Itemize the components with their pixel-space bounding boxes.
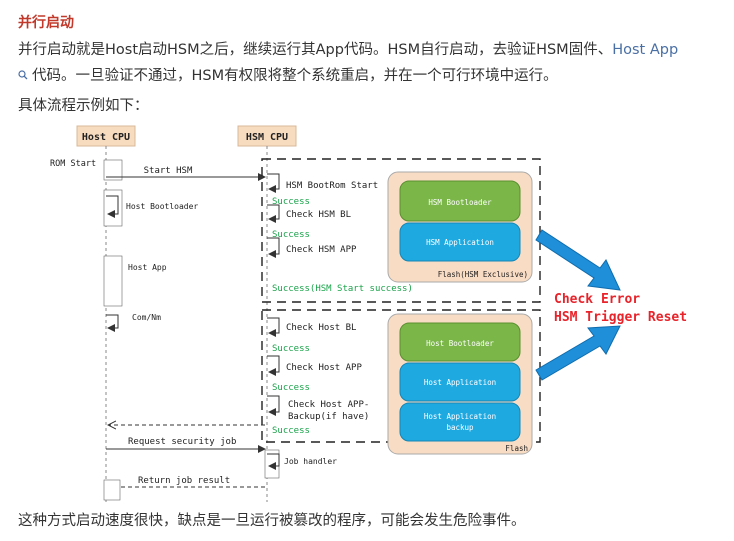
- flash2-label: Flash: [505, 444, 528, 453]
- return-job-result-label: Return job result: [138, 476, 230, 486]
- success-label-3: Success: [272, 344, 310, 354]
- check-host-app-self-arrow: [267, 355, 280, 376]
- success-label-5: Success: [272, 426, 310, 436]
- search-icon[interactable]: [18, 66, 32, 86]
- success-hsm-start-label: Success(HSM Start success): [272, 284, 413, 294]
- check-host-app-label: Check Host APP: [286, 363, 362, 373]
- flash2-block-host-application: [399, 362, 521, 402]
- intro-paragraph-continued: 代码。一旦验证不通过，HSM有权限将整个系统重启，并在一个可行环境中运行。: [18, 66, 558, 86]
- section-title: 并行启动: [18, 15, 74, 31]
- job-handler-self-arrow: [267, 453, 280, 470]
- check-host-bl-label: Check Host BL: [286, 323, 356, 333]
- host-activation-app: [103, 255, 123, 307]
- host-bootloader-label: Host Bootloader: [126, 202, 198, 211]
- check-hsm-bl-self-arrow: [267, 204, 280, 223]
- hsm-bootrom-start-label: HSM BootRom Start: [286, 181, 378, 191]
- hsm-cpu-label: HSM CPU: [246, 132, 288, 143]
- flash1-label: Flash(HSM Exclusive): [438, 270, 528, 279]
- check-hsm-app-label: Check HSM APP: [286, 245, 357, 255]
- success-label-1: Success: [272, 197, 310, 207]
- check-hsm-app-self-arrow: [267, 237, 280, 258]
- error-arrow-top: [535, 229, 621, 291]
- check-host-app-backup-line2: Backup(if have): [288, 412, 369, 422]
- flash1-block-hsm-bootloader: [399, 180, 521, 222]
- flash2-block-host-bootloader-label: Host Bootloader: [426, 339, 494, 348]
- start-hsm-label: Start HSM: [144, 166, 193, 176]
- hsm-trigger-reset-label: HSM Trigger Reset: [554, 310, 687, 325]
- check-host-app-backup-line1: Check Host APP-: [288, 400, 369, 410]
- com-nm-self-arrow: [106, 314, 119, 332]
- host-activation-result: [103, 479, 121, 501]
- flash2-block-host-bootloader: [399, 322, 521, 362]
- rom-start-label: ROM Start: [50, 159, 96, 169]
- job-handler-label: Job handler: [284, 457, 337, 466]
- bootrom-self-arrow: [267, 173, 280, 193]
- flash2-block-backup-label-1: Host Application: [424, 412, 496, 421]
- flash2-block-host-application-label: Host Application: [424, 378, 496, 387]
- success-label-4: Success: [272, 383, 310, 393]
- flash1-block-hsm-bootloader-label: HSM Bootloader: [428, 198, 492, 207]
- check-backup-self-arrow: [267, 395, 280, 416]
- intro-paragraph: 并行启动就是Host启动HSM之后，继续运行其App代码。HSM自行启动，去验证…: [18, 40, 678, 60]
- request-security-job-label: Request security job: [128, 437, 236, 447]
- host-app-label: Host App: [128, 263, 167, 272]
- check-host-bl-self-arrow: [267, 317, 280, 337]
- host-activation-bootloader: [103, 189, 123, 227]
- host-app-link[interactable]: Host App: [612, 42, 679, 58]
- intro-text-2: 代码。一旦验证不通过，HSM有权限将整个系统重启，并在一个可行环境中运行。: [32, 68, 558, 84]
- check-hsm-bl-label: Check HSM BL: [286, 210, 351, 220]
- com-nm-label: Com/Nm: [132, 313, 161, 322]
- flash2-block-backup-label-2: backup: [446, 423, 474, 432]
- check-error-label: Check Error: [554, 292, 640, 307]
- error-arrow-bottom: [535, 325, 621, 381]
- hsm-boot-region: [261, 158, 541, 303]
- flow-example-label: 具体流程示例如下：: [18, 98, 149, 114]
- flash2-block-host-application-backup: [399, 402, 521, 442]
- host-cpu-label: Host CPU: [82, 132, 130, 143]
- host-activation-rom: [103, 159, 123, 181]
- intro-text: 并行启动就是Host启动HSM之后，继续运行其App代码。HSM自行启动，去验证…: [18, 42, 613, 58]
- conclusion-paragraph: 这种方式启动速度很快，缺点是一旦运行被篡改的程序，可能会发生危险事件。: [18, 513, 526, 529]
- flash1-block-hsm-application-label: HSM Application: [426, 238, 494, 247]
- flash1-block-hsm-application: [399, 222, 521, 262]
- host-bootloader-self-arrow: [106, 195, 119, 218]
- success-label-2: Success: [272, 230, 310, 240]
